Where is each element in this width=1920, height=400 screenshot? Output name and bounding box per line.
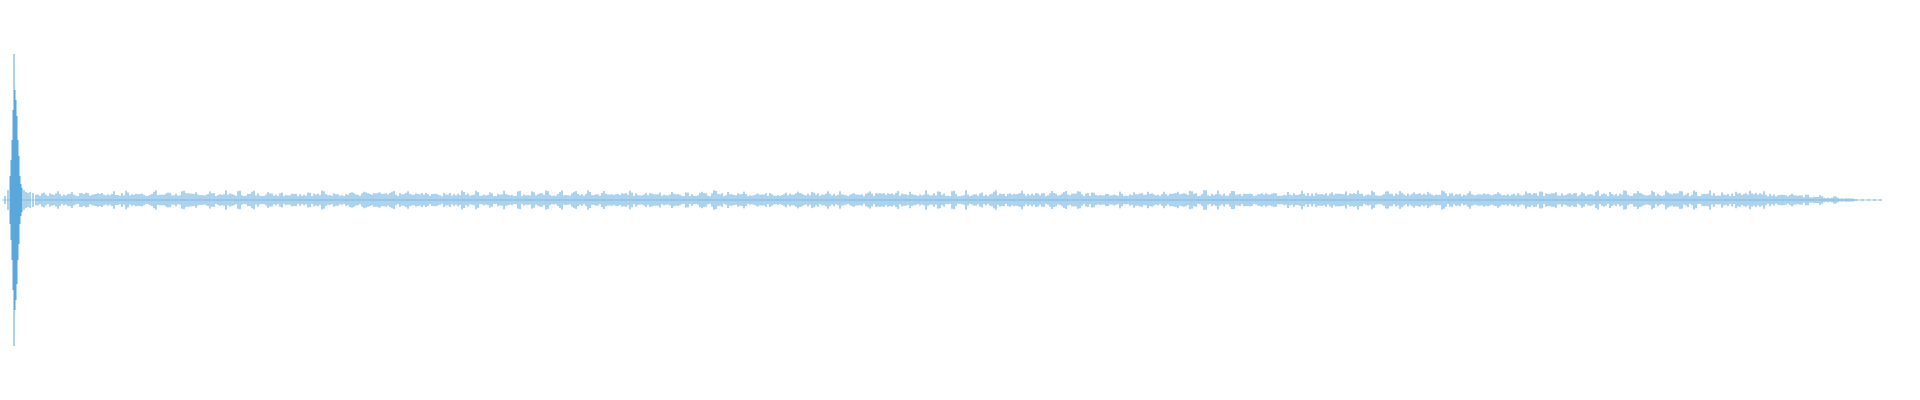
waveform-bars: [4, 54, 1855, 346]
